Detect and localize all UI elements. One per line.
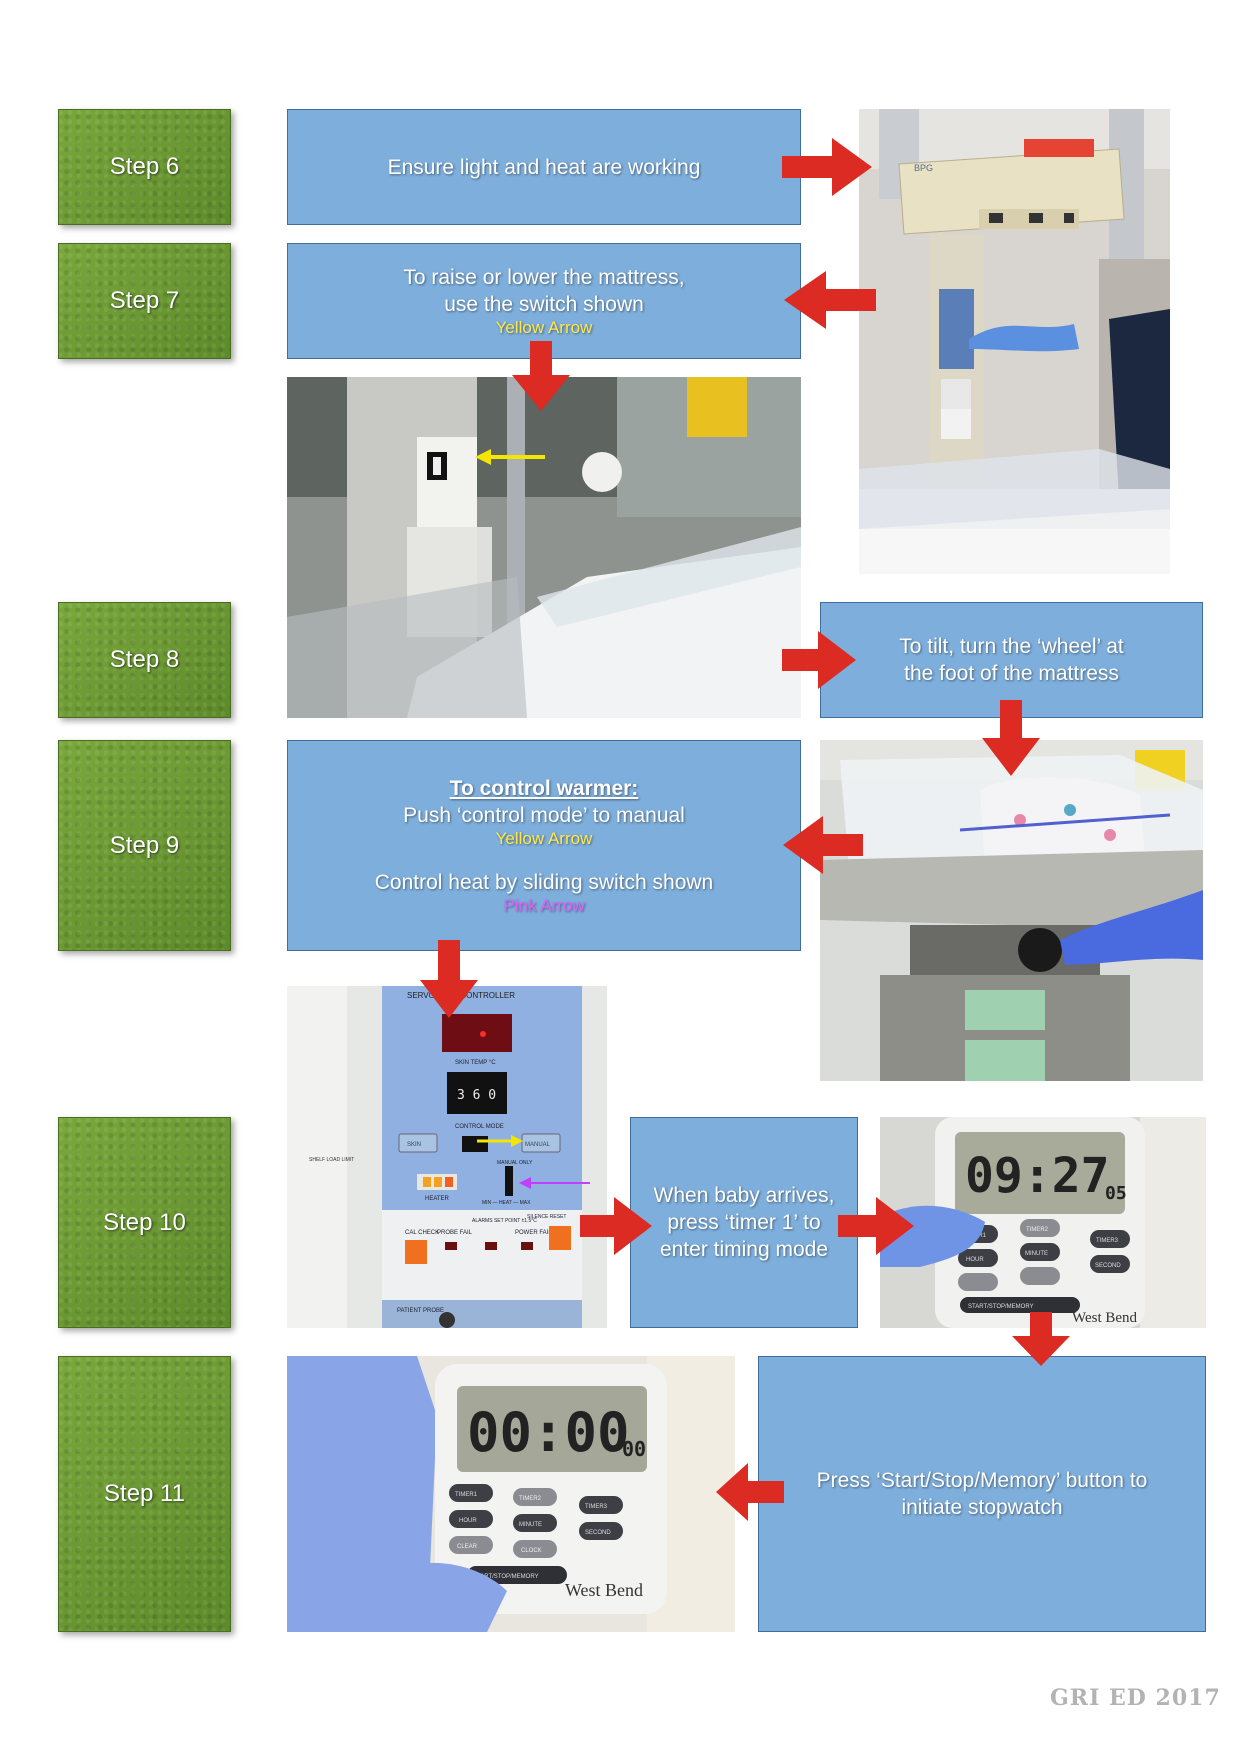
step-label-text: Step 11: [104, 1480, 185, 1507]
red-arrow-left: [716, 1463, 784, 1521]
controller-digits: 3 6 0: [457, 1088, 496, 1103]
step-11-label: Step 11: [58, 1356, 231, 1632]
timer-display: 09:27: [965, 1148, 1110, 1204]
controller-alarms: ALARMS SET POINT ±1.5°C: [472, 1218, 537, 1224]
timer-btn-timer3: TIMER3: [1096, 1238, 1119, 1244]
yellow-arrow-note: Yellow Arrow: [495, 829, 593, 848]
timer-display: 00:00: [467, 1401, 630, 1464]
warmer-brand: BPG: [914, 163, 933, 173]
red-arrow-down: [1012, 1312, 1070, 1366]
timer-btn-second: SECOND: [585, 1530, 611, 1536]
photo-timer-timer1: 09:27 05 TIMER1 TIMER2 TIMER3 HOUR MINUT…: [880, 1117, 1206, 1328]
controller-control-mode: CONTROL MODE: [455, 1124, 504, 1130]
red-arrow-right: [782, 138, 872, 196]
instruction-line: use the switch shown: [444, 293, 644, 316]
photo-servo-controller: SHELF LOAD LIMIT SERVO DUAL CONTROLLER S…: [287, 986, 607, 1328]
instruction-line: Press ‘Start/Stop/Memory’ button to: [816, 1469, 1148, 1492]
timer-btn-second: SECOND: [1095, 1263, 1121, 1269]
step-10-instruction: When baby arrives, press ‘timer 1’ to en…: [630, 1117, 858, 1328]
step-label-text: Step 6: [109, 153, 180, 180]
timer-display-small: 00: [622, 1437, 646, 1461]
step-9-instruction: To control warmer: Push ‘control mode’ t…: [287, 740, 801, 951]
yellow-arrow-note: Yellow Arrow: [495, 318, 593, 337]
step-label-text: Step 9: [109, 831, 180, 859]
step-11-instruction: Press ‘Start/Stop/Memory’ button to init…: [758, 1356, 1206, 1632]
timer-btn-timer1: TIMER1: [455, 1492, 478, 1498]
controller-heater: HEATER: [425, 1196, 450, 1202]
instruction-line: When baby arrives,: [653, 1184, 835, 1207]
step-6-label: Step 6: [58, 109, 231, 225]
controller-silence-reset: SILENCE RESET: [527, 1214, 566, 1220]
controller-min-heat-max: MIN — HEAT — MAX: [482, 1200, 531, 1206]
controller-skin: SKIN: [407, 1142, 421, 1148]
timer-display-small: 05: [1105, 1183, 1127, 1204]
instruction-line: Push ‘control mode’ to manual: [403, 804, 685, 827]
step-7-label: Step 7: [58, 243, 231, 359]
controller-skin-temp: SKIN TEMP °C: [455, 1060, 496, 1066]
step-9-label: Step 9: [58, 740, 231, 951]
controller-cal-check: CAL CHECK: [405, 1230, 439, 1236]
instruction-line: initiate stopwatch: [901, 1496, 1063, 1519]
timer-btn-minute: MINUTE: [1025, 1251, 1048, 1257]
step-8-label: Step 8: [58, 602, 231, 718]
controller-manual: MANUAL: [525, 1142, 551, 1148]
controller-probe-fail: PROBE FAIL: [437, 1230, 473, 1236]
controller-patient-probe: PATIENT PROBE: [397, 1308, 444, 1314]
red-arrow-left: [783, 816, 863, 874]
timer-btn-clock: CLOCK: [521, 1548, 542, 1554]
step-label-text: Step 8: [109, 646, 180, 673]
pink-arrow-note: Pink Arrow: [503, 896, 585, 915]
photo-timer-startstop: 00:00 00 TIMER1 TIMER2 TIMER3 HOUR MINUT…: [287, 1356, 735, 1632]
timer-brand: West Bend: [565, 1580, 643, 1600]
instruction-line: press ‘timer 1’ to: [667, 1211, 821, 1234]
instruction-line: enter timing mode: [659, 1238, 829, 1261]
instruction-line: the foot of the mattress: [904, 662, 1119, 685]
step-8-instruction: To tilt, turn the ‘wheel’ at the foot of…: [820, 602, 1203, 718]
timer-btn-minute: MINUTE: [519, 1522, 542, 1528]
instruction-line: To tilt, turn the ‘wheel’ at: [899, 635, 1124, 658]
timer-btn-clear: CLEAR: [457, 1544, 478, 1550]
step-label-text: Step 10: [103, 1208, 186, 1236]
step-7-instruction: To raise or lower the mattress, use the …: [287, 243, 801, 359]
step-6-instruction: Ensure light and heat are working: [287, 109, 801, 225]
red-arrow-right: [838, 1197, 914, 1255]
step-label-text: Step 7: [109, 287, 180, 314]
red-arrow-left: [784, 271, 876, 329]
red-arrow-down: [512, 341, 570, 411]
red-arrow-right: [782, 631, 856, 689]
red-arrow-right: [580, 1197, 652, 1255]
timer-brand: West Bend: [1072, 1310, 1138, 1326]
controller-manual-only: MANUAL ONLY: [497, 1160, 533, 1166]
timer-btn-timer2: TIMER2: [1026, 1227, 1049, 1233]
photo-mattress-switch: [287, 377, 801, 718]
instruction-text: Ensure light and heat are working: [387, 155, 701, 179]
photo-radiant-warmer: BPG: [859, 109, 1170, 574]
instruction-heading: To control warmer:: [449, 777, 639, 800]
controller-shelf-limit: SHELF LOAD LIMIT: [309, 1157, 354, 1163]
timer-btn-timer3: TIMER3: [585, 1504, 608, 1510]
instruction-line: To raise or lower the mattress,: [403, 266, 685, 289]
timer-btn-timer2: TIMER2: [519, 1496, 542, 1502]
controller-power-fail: POWER FAIL: [515, 1230, 552, 1236]
timer-btn-startstop: START/STOP/MEMORY: [968, 1304, 1034, 1310]
timer-btn-startstop: START/STOP/MEMORY: [473, 1574, 539, 1580]
timer-btn-hour: HOUR: [459, 1518, 477, 1524]
red-arrow-down: [982, 700, 1040, 776]
photo-tilt-wheel: [820, 740, 1203, 1081]
instruction-line: Control heat by sliding switch shown: [374, 871, 714, 894]
red-arrow-down: [420, 940, 478, 1018]
footer-credit: GRI ED 2017: [1050, 1685, 1221, 1711]
timer-btn-hour: HOUR: [966, 1257, 984, 1263]
step-10-label: Step 10: [58, 1117, 231, 1328]
